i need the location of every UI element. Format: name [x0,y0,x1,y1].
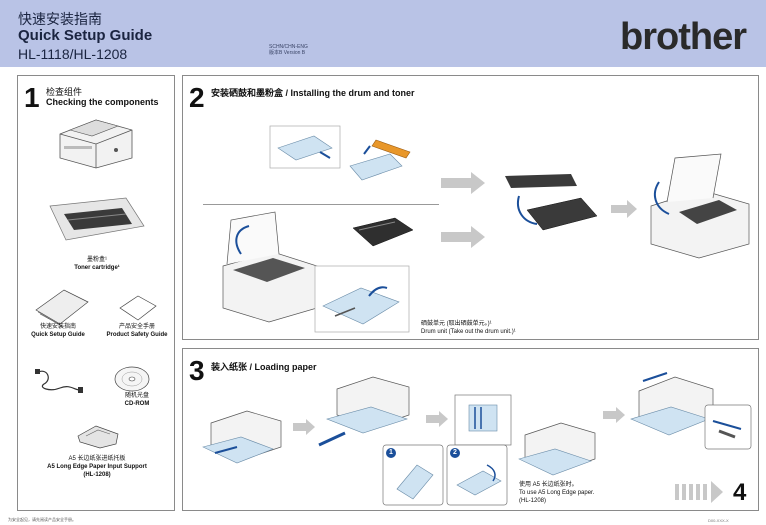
doc-code-line-2: 版本B Version B [269,50,306,56]
a5-note-zh: 使用 A5 长边纸张时。 [519,482,578,488]
toner-caption-en: Toner cartridge¹ [74,265,120,271]
next-step-arrow-icon [675,481,723,503]
a5-caption-model: (HL-1208) [83,472,111,478]
next-step-number: 4 [733,479,747,506]
psg-caption-en: Product Safety Guide [106,332,168,338]
a5-caption-zh: A5 长边纸张进纸托板 [68,456,126,462]
step1-number: 1 [24,82,40,113]
step2-number: 2 [189,82,205,113]
cd-caption-en: CD-ROM [124,401,150,407]
badge-2: 2 [453,449,457,456]
footer-note: 为安全起见，请先阅读产品安全手册。 [8,517,76,522]
step3-panel: 3 装入纸张 / Loading paper 1 2 [182,348,759,511]
a5-paper-support-illustration [77,425,119,449]
a5-support-step1-inset [382,444,444,506]
printer-illustration [59,119,133,169]
cd-caption-zh: 随机光盘 [124,393,149,399]
qsg-caption-en: Quick Setup Guide [31,332,85,338]
a5-caption-en: A5 Long Edge Paper Input Support [47,464,147,470]
drum-unit-note: 硒鼓单元 (取出硒鼓单元。)¹ Drum unit (Take out the … [421,320,516,336]
brother-logo: brother [620,16,747,58]
step1-title-zh: 检查组件 [46,87,83,97]
gray-arrow-icon [603,407,625,423]
pull-tray-illustration [318,376,410,447]
load-paper-illustration [518,422,596,476]
toner-cartridge-illustration [49,197,145,241]
step2-divider [203,204,439,205]
drum-note-en: Drum unit (Take out the drum unit.)¹ [421,329,516,335]
model-numbers: HL-1118/HL-1208 [18,46,128,62]
drum-unit-illustration [352,217,414,247]
paper-guide-inset [454,394,512,446]
header-banner: 快速安装指南 Quick Setup Guide HL-1118/HL-1208… [0,0,766,67]
toner-caption: 墨粉盒¹ Toner cartridge¹ [22,256,172,272]
a5-note-model: (HL-1208) [519,498,547,504]
step1-panel: 1 检查组件 Checking the components 墨粉盒¹ Tone… [17,75,175,511]
doc-code-line-1: SCHN/CHN-ENG [269,44,308,50]
page-code: D00-XXX-X [708,518,729,523]
quick-setup-guide-caption: 快速安装指南 Quick Setup Guide [20,323,96,339]
step2-panel: 2 安装硒鼓和墨粉盒 / Installing the drum and ton… [182,75,759,340]
step3-number: 3 [189,355,205,386]
gray-arrow-icon [611,200,637,218]
open-tray-illustration [202,410,282,464]
step2-title: 安装硒鼓和墨粉盒 / Installing the drum and toner [211,88,415,98]
step3-title: 装入纸张 / Loading paper [211,362,317,372]
adjust-guides-illustration [630,372,752,450]
toner-caption-zh: 墨粉盒¹ [87,257,107,263]
a5-support-caption: A5 长边纸张进纸托板 A5 Long Edge Paper Input Sup… [20,455,174,479]
doc-code: SCHN/CHN-ENG 版本B Version B [269,44,308,56]
a5-note-en: To use A5 Long Edge paper. [519,490,595,496]
quick-setup-guide-illustration [35,289,89,327]
gray-arrow-icon [441,226,485,248]
drum-note-zh: 硒鼓单元 (取出硒鼓单元。)¹ [421,321,492,327]
gray-arrow-icon [426,411,448,427]
gray-arrow-icon [293,419,315,435]
open-printer-illustration [222,211,318,323]
product-safety-caption: 产品安全手册 Product Safety Guide [98,323,176,339]
insert-toner-into-drum-illustration [505,174,598,231]
psg-caption-zh: 产品安全手册 [118,324,155,330]
a5-support-step2-inset [446,444,508,506]
reinstall-drum-illustration [650,153,750,259]
gray-arrow-icon [441,172,485,194]
title-en: Quick Setup Guide [18,27,153,44]
qsg-caption-zh: 快速安装指南 [39,324,76,330]
unpack-toner-illustration [269,125,411,181]
badge-1: 1 [389,449,393,456]
step1-title-en: Checking the components [46,97,159,107]
cd-rom-caption: 随机光盘 CD-ROM [98,392,176,408]
remove-drum-inset [314,265,410,333]
a5-note: 使用 A5 长边纸张时。 To use A5 Long Edge paper. … [519,481,594,505]
cd-rom-illustration [114,366,150,392]
title-zh: 快速安装指南 [18,11,102,27]
power-cord-illustration [35,369,83,393]
product-safety-guide-illustration [119,295,157,321]
